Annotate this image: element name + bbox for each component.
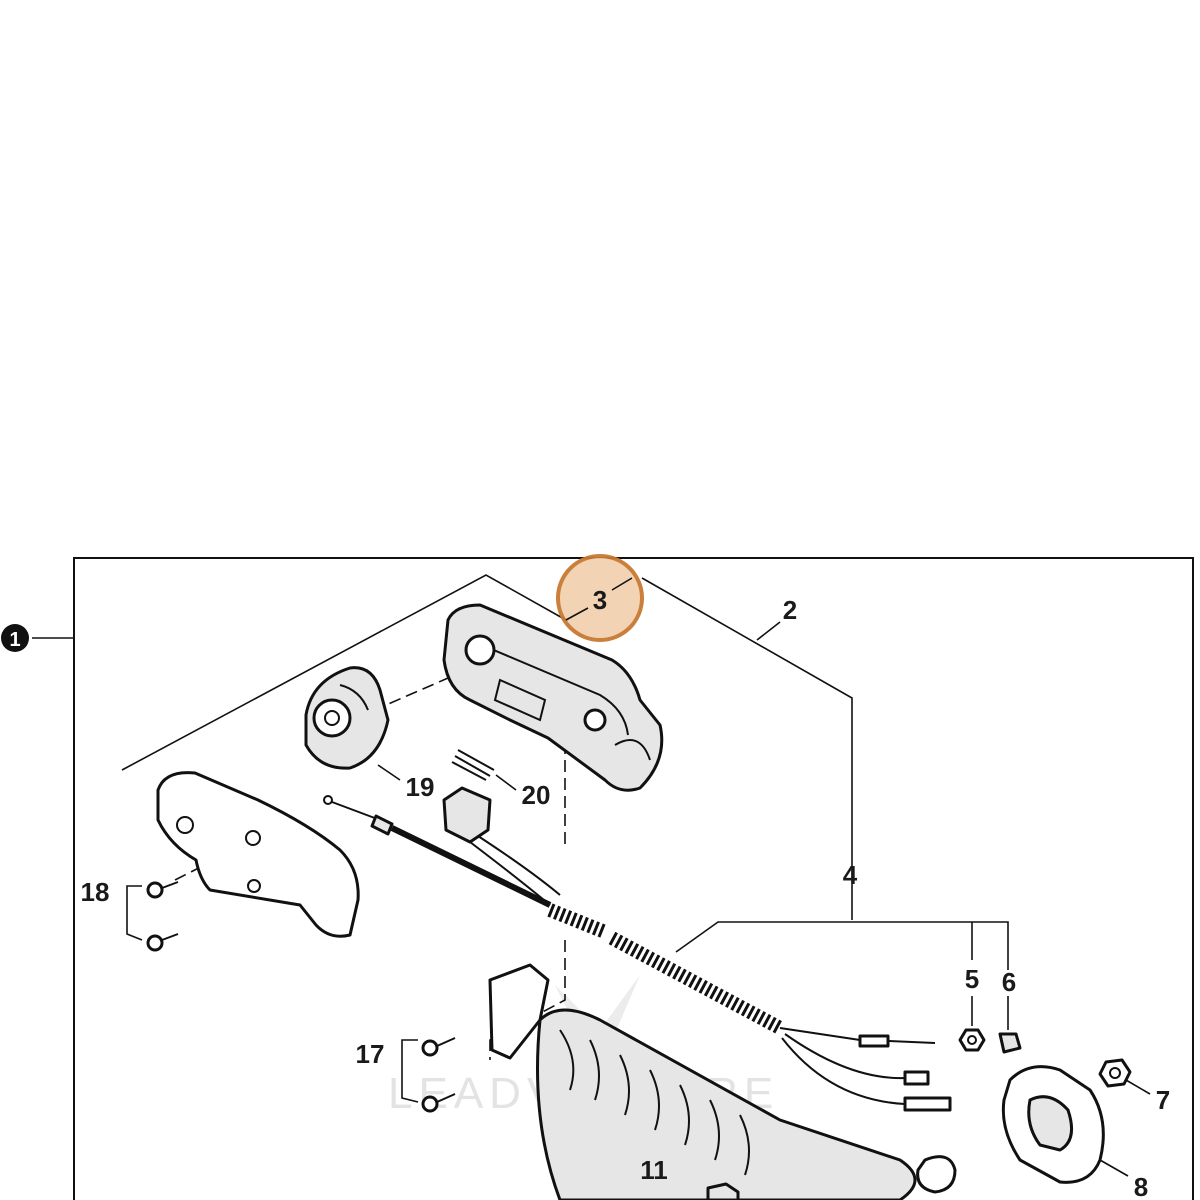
callout-2[interactable]: 2	[783, 595, 797, 625]
leader-8	[1099, 1159, 1129, 1177]
end-cap-8[interactable]	[1001, 1065, 1105, 1184]
callout-19[interactable]: 19	[406, 772, 435, 802]
spring-clip-part[interactable]	[451, 749, 495, 781]
fitting-6[interactable]	[998, 1032, 1022, 1054]
block-11[interactable]	[706, 1182, 740, 1200]
handle-housing-part[interactable]	[442, 603, 664, 792]
subassembly-bracket-right	[641, 577, 853, 920]
callout-3[interactable]: 3	[593, 585, 607, 615]
bracket-17	[401, 1039, 419, 1103]
callout-11[interactable]: 11	[640, 1155, 668, 1185]
highlight-ring	[556, 554, 644, 642]
screw-18-upper[interactable]	[146, 881, 179, 899]
subassembly-bracket-left	[121, 574, 567, 771]
bracket-18	[126, 885, 143, 941]
leader-7	[1125, 1079, 1151, 1095]
assembly-marker[interactable]: 1	[1, 624, 29, 652]
callout-6[interactable]: 6	[1002, 967, 1016, 997]
callout-17[interactable]: 17	[356, 1039, 385, 1069]
screw-17-upper[interactable]	[421, 1037, 456, 1057]
throttle-cable-part[interactable]	[323, 795, 552, 908]
svg-text:1: 1	[9, 629, 20, 651]
cam-disc-part[interactable]	[304, 666, 390, 770]
leader-20	[495, 774, 517, 791]
leader-2	[756, 621, 781, 641]
callout-18[interactable]: 18	[81, 877, 110, 907]
callout-7[interactable]: 7	[1156, 1085, 1170, 1115]
nut-5[interactable]	[958, 1028, 986, 1052]
callout-8[interactable]: 8	[1134, 1172, 1148, 1200]
cable-spring-sleeve-part[interactable]	[547, 903, 952, 1112]
bracket-4	[675, 921, 1009, 970]
leader-19	[377, 764, 401, 781]
callout-5[interactable]: 5	[965, 964, 979, 994]
grip-handle-part[interactable]	[488, 963, 957, 1200]
side-cover-part[interactable]	[156, 771, 360, 938]
callout-20[interactable]: 20	[522, 780, 551, 810]
screw-17-lower[interactable]	[421, 1093, 456, 1113]
leader-3	[565, 577, 633, 621]
nut-7[interactable]	[1098, 1058, 1132, 1088]
assembly-frame	[73, 557, 1194, 1200]
dash-line-cable	[489, 940, 566, 1060]
screw-18-lower[interactable]	[146, 933, 179, 952]
callout-4[interactable]: 4	[843, 860, 858, 890]
